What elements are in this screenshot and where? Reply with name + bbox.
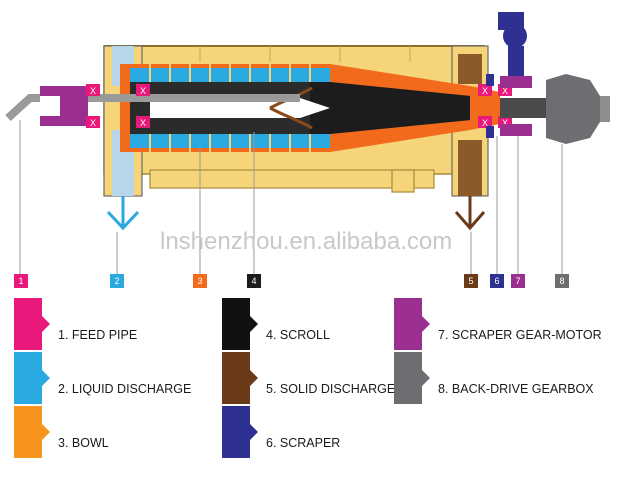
bearing-mark: X: [140, 86, 146, 96]
legend-label: 8. BACK-DRIVE GEARBOX: [438, 382, 594, 396]
scraper: [486, 74, 494, 138]
liquid-discharge-arrow: [106, 196, 140, 231]
bearing-mark: X: [502, 118, 508, 128]
callout-2: 2: [110, 274, 124, 288]
legend-swatch: [14, 406, 50, 458]
callout-number: 4: [251, 276, 257, 286]
legend-item-feed-pipe: 1. FEED PIPE: [14, 298, 214, 350]
legend-label: 6. SCRAPER: [266, 436, 341, 450]
scraper-gear-motor: [498, 12, 532, 136]
callout-number: 6: [494, 276, 500, 286]
bearing-mark: X: [502, 86, 508, 96]
callout-6: 6: [490, 274, 504, 288]
legend-label: 1. FEED PIPE: [58, 328, 138, 342]
legend-swatch: [14, 298, 50, 350]
callout-number: 3: [197, 276, 203, 286]
legend-label: 4. SCROLL: [266, 328, 330, 342]
legend-label: 5. SOLID DISCHARGE: [266, 382, 396, 396]
legend-swatch: [222, 352, 258, 404]
callout-number: 8: [559, 276, 565, 286]
legend-swatch: [394, 352, 430, 404]
bearings: X X X X X X X X: [86, 84, 512, 128]
bearing-mark: X: [140, 118, 146, 128]
legend-swatch: [222, 298, 258, 350]
watermark: lnshenzhou.en.alibaba.com: [160, 228, 453, 255]
legend-label: 3. BOWL: [58, 436, 109, 450]
legend-item-bowl: 3. BOWL: [14, 406, 214, 458]
callout-number: 5: [468, 276, 474, 286]
callout-4: 4: [247, 274, 261, 288]
bearing-mark: X: [482, 118, 488, 128]
bearing-mark: X: [90, 86, 96, 96]
solid-discharge-arrow: [454, 196, 486, 231]
back-drive-gearbox: [500, 74, 610, 144]
legend-item-back-drive-gearbox: 8. BACK-DRIVE GEARBOX: [394, 352, 594, 404]
legend-item-scraper-gear-motor: 7. SCRAPER GEAR-MOTOR: [394, 298, 602, 350]
feed-pipe: [5, 86, 300, 126]
callout-3: 3: [193, 274, 207, 288]
bearing-mark: X: [482, 86, 488, 96]
callout-number: 2: [114, 276, 120, 286]
legend-swatch: [394, 298, 430, 350]
bearing-mark: X: [90, 118, 96, 128]
legend-swatch: [222, 406, 258, 458]
callout-7: 7: [511, 274, 525, 288]
leader-lines: [19, 120, 563, 274]
callout-1: 1: [14, 274, 28, 288]
legend-item-solid-discharge: 5. SOLID DISCHARGE: [222, 352, 422, 404]
legend-label: 7. SCRAPER GEAR-MOTOR: [438, 328, 602, 342]
legend-label: 2. LIQUID DISCHARGE: [58, 382, 192, 396]
callout-5: 5: [464, 274, 478, 288]
callout-number: 1: [18, 276, 24, 286]
legend-swatch: [14, 352, 50, 404]
callout-number: 7: [515, 276, 521, 286]
legend-item-liquid-discharge: 2. LIQUID DISCHARGE: [14, 352, 214, 404]
legend-item-scraper: 6. SCRAPER: [222, 406, 422, 458]
callout-8: 8: [555, 274, 569, 288]
legend-item-scroll: 4. SCROLL: [222, 298, 422, 350]
